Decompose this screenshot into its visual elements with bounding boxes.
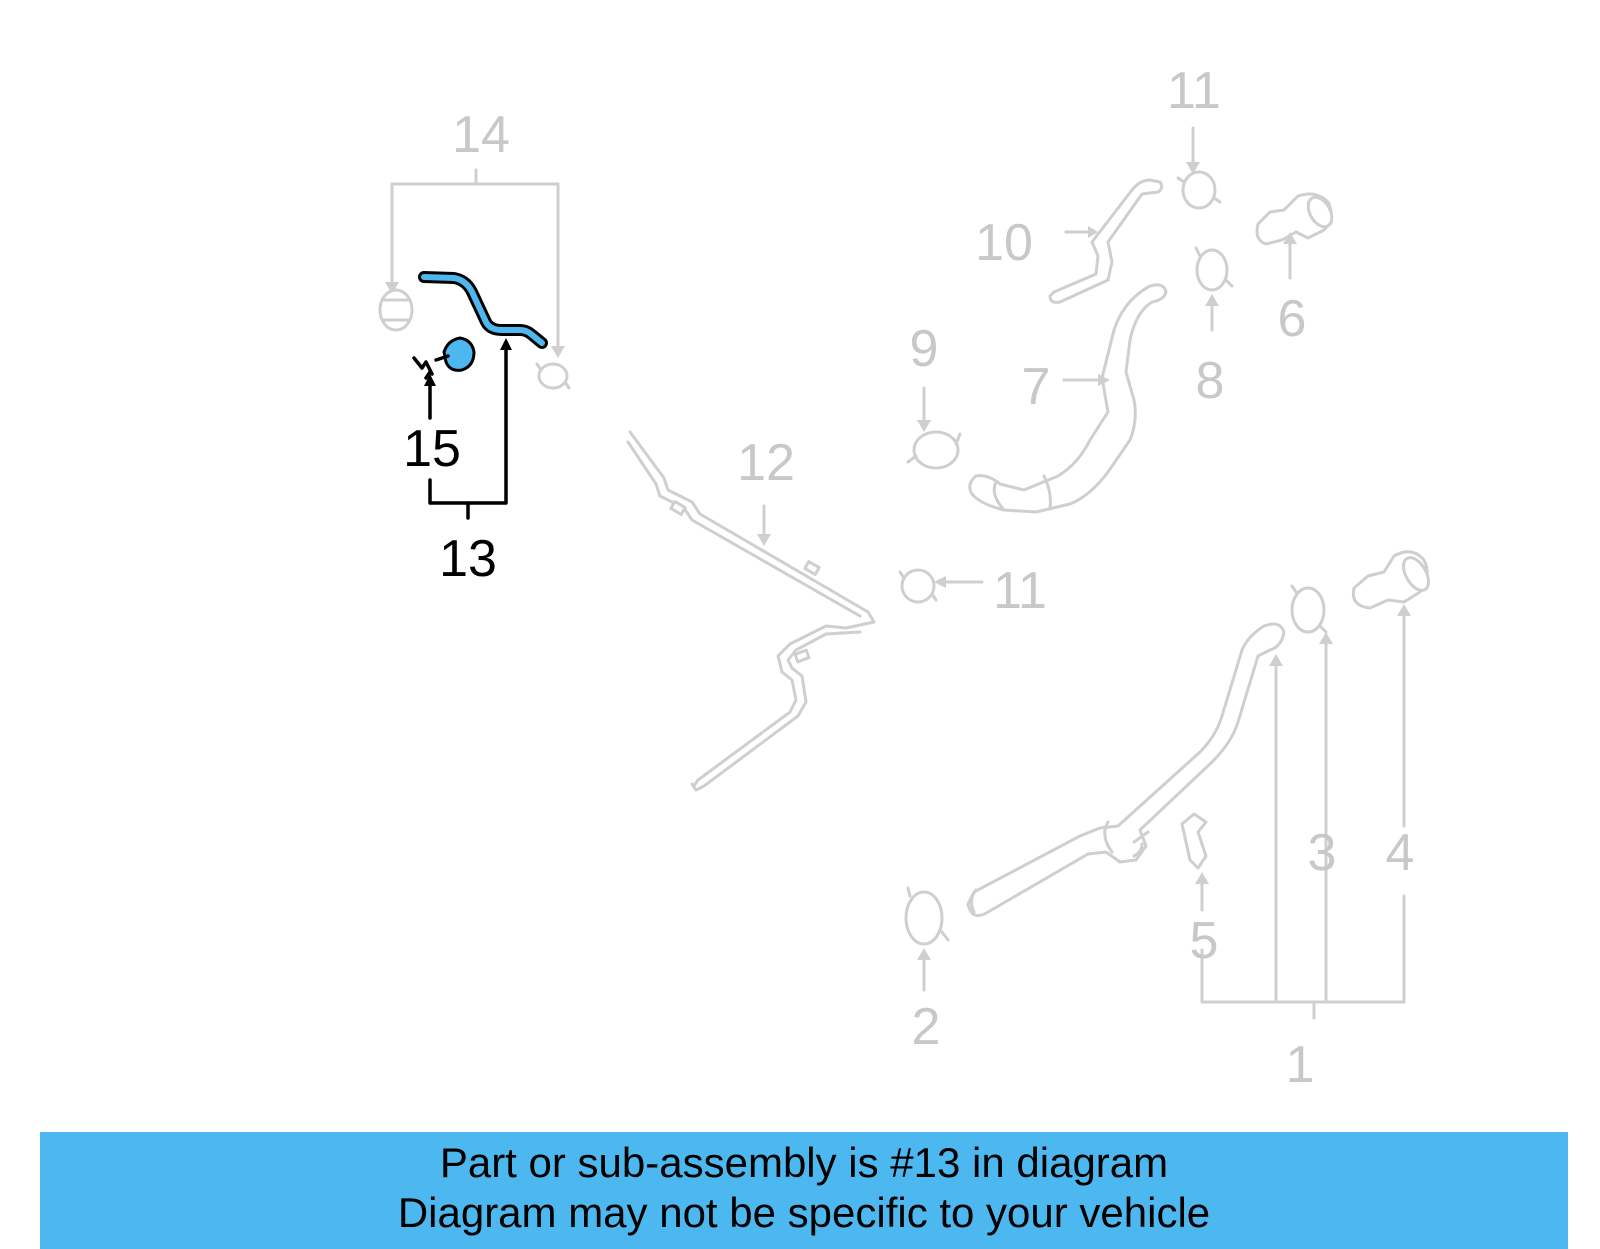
callout-11-upper: 11 [1167, 62, 1221, 120]
part-10-hose [1048, 178, 1164, 304]
part-15-clip[interactable] [412, 336, 476, 380]
part-11-upper [1176, 126, 1222, 210]
part-1-bracket [1200, 604, 1411, 1020]
part-5-clip [1180, 812, 1209, 912]
callout-13: 13 [439, 530, 497, 588]
banner-line-1: Part or sub-assembly is #13 in diagram [439, 1139, 1169, 1186]
part-4-fitting [1351, 550, 1430, 610]
callout-15: 15 [403, 420, 461, 478]
callout-4: 4 [1386, 824, 1415, 882]
callout-12: 12 [737, 434, 795, 492]
part-12-pipe [626, 430, 876, 792]
banner-line-2: Diagram may not be specific to your vehi… [397, 1189, 1211, 1236]
callout-6: 6 [1278, 290, 1307, 348]
part-13-hose[interactable] [418, 271, 548, 349]
part-13-bracket [424, 338, 512, 520]
part-8-clamp [1194, 246, 1234, 332]
callout-11-lower: 11 [993, 562, 1047, 620]
part-1-hose [966, 622, 1286, 918]
part-3-clamp [1290, 584, 1328, 634]
callout-8: 8 [1196, 352, 1225, 410]
callout-7: 7 [1022, 358, 1051, 416]
part-9-clamp [906, 386, 962, 470]
notice-banner: Part or sub-assembly is #13 in diagram D… [40, 1132, 1568, 1249]
part-2-clamp [904, 886, 950, 992]
callout-2: 2 [912, 998, 941, 1056]
part-11-lower [898, 568, 984, 604]
callout-1: 1 [1286, 1036, 1315, 1094]
callout-3: 3 [1308, 824, 1337, 882]
callout-10: 10 [975, 214, 1033, 272]
callout-9: 9 [910, 320, 939, 378]
callout-5: 5 [1190, 912, 1219, 970]
part-14-group [378, 168, 571, 390]
callout-14: 14 [452, 106, 510, 164]
part-6-fitting [1255, 192, 1334, 280]
part-7-hose [968, 283, 1168, 514]
